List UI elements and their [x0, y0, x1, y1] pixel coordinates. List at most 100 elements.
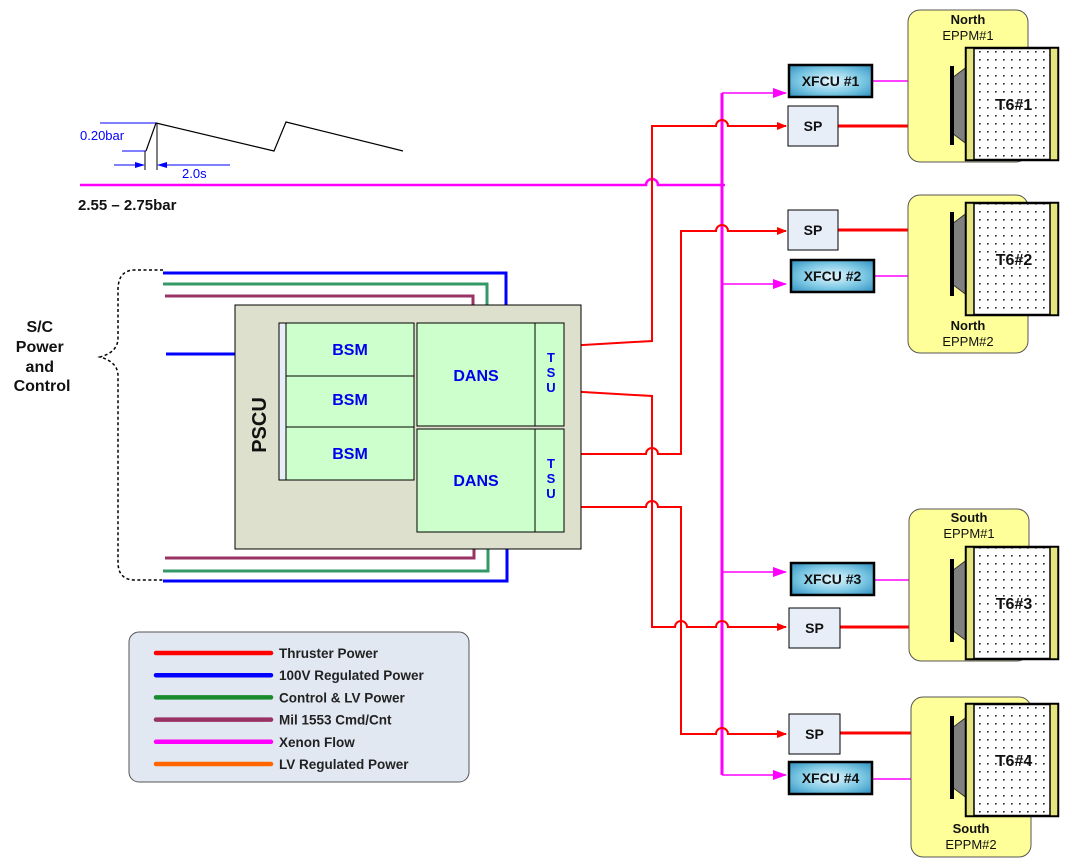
sc-label-line: Control [14, 378, 71, 395]
legend-item: Thruster Power [153, 646, 379, 661]
eppm-label-line: EPPM#1 [943, 526, 994, 541]
thruster-label: T6#2 [996, 252, 1033, 269]
tsu-box[interactable] [534, 428, 565, 533]
t6-thruster[interactable]: T6#2 [950, 201, 1060, 317]
pressure-sawtooth-line [145, 121, 404, 152]
xfcu-label: XFCU #2 [804, 268, 862, 284]
eppm-label-line: EPPM#1 [942, 28, 993, 43]
sp-label: SP [805, 620, 824, 636]
eppm-label-line: North [951, 12, 986, 27]
bsm-label: BSM [332, 392, 368, 409]
xfcu-unit[interactable]: XFCU #3 [789, 561, 876, 597]
sp-label: SP [805, 726, 824, 742]
legend-label: LV Regulated Power [279, 757, 409, 772]
legend-item: LV Regulated Power [153, 757, 409, 772]
bsm-module[interactable]: BSM [285, 322, 415, 377]
thruster-power-network [565, 119, 947, 739]
xfcu-unit[interactable]: XFCU #1 [787, 63, 874, 99]
pressure-profile: 0.20bar 2.0s 2.55 – 2.75bar [78, 121, 404, 214]
dans-unit[interactable]: DANS T S U [416, 322, 565, 427]
eppm-label-line: EPPM#2 [942, 334, 993, 349]
dans-label: DANS [453, 368, 499, 385]
period-label: 2.0s [182, 166, 207, 181]
tsu-letter: S [547, 365, 556, 380]
legend-label: Mil 1553 Cmd/Cnt [279, 713, 392, 728]
power-line-sp2 [566, 224, 787, 455]
xenon-supply-line [80, 177, 725, 187]
legend: Thruster Power 100V Regulated PowerContro… [128, 631, 470, 783]
sp-label: SP [804, 118, 823, 134]
thruster-label: T6#3 [996, 596, 1033, 613]
legend-item: 100V Regulated Power [153, 668, 425, 683]
tsu-letter: T [547, 350, 555, 365]
bsm-module[interactable]: BSM [285, 375, 415, 428]
thruster-flange [1049, 546, 1059, 660]
thruster-flange [965, 703, 975, 817]
legend-label: Control & LV Power [279, 690, 405, 705]
thruster-flange [1049, 202, 1059, 316]
t6-thruster[interactable]: T6#4 [950, 702, 1060, 818]
xfcu-unit[interactable]: XFCU #4 [787, 760, 874, 796]
legend-label: Xenon Flow [279, 735, 355, 750]
legend-box [128, 631, 470, 783]
eppm-label-line: South [953, 821, 990, 836]
sp-unit[interactable]: SP [788, 607, 841, 649]
legend-item: Mil 1553 Cmd/Cnt [153, 713, 392, 728]
sc-label-line: Power [16, 339, 64, 356]
dans-unit[interactable]: DANS T S U [416, 428, 565, 533]
amplitude-label: 0.20bar [80, 128, 125, 143]
legend-label: 100V Regulated Power [279, 668, 425, 683]
eppm-label-line: South [951, 510, 988, 525]
thruster-body [964, 545, 1060, 661]
thruster-flange [965, 546, 975, 660]
tsu-letter: U [546, 380, 555, 395]
thruster-flange [1049, 47, 1059, 161]
legend-item: Control & LV Power [153, 690, 405, 705]
t6-thruster[interactable]: T6#1 [950, 46, 1060, 162]
sp-unit[interactable]: SP [787, 105, 839, 147]
power-line-sp4 [566, 500, 787, 738]
xfcu-label: XFCU #4 [802, 770, 860, 786]
pscu-label: PSCU [249, 397, 271, 453]
power-line-sp3 [565, 390, 787, 631]
bsm-module[interactable]: BSM [285, 426, 415, 481]
pscu: PSCU BSM BSM BSM DANS T S U DANS T [234, 304, 582, 550]
pressure-range-label: 2.55 – 2.75bar [78, 197, 177, 214]
eppm-label-line: North [951, 318, 986, 333]
tsu-letter: S [547, 471, 556, 486]
sc-label-line: S/C [26, 319, 53, 336]
thruster-label: T6#1 [996, 97, 1033, 114]
eppm-label-line: EPPM#2 [945, 837, 996, 852]
legend-item: Xenon Flow [153, 735, 355, 750]
sp-unit[interactable]: SP [788, 713, 841, 755]
bsm-label: BSM [332, 342, 368, 359]
dans-label: DANS [453, 473, 499, 490]
sp-unit[interactable]: SP [787, 209, 839, 251]
thruster-body [964, 46, 1060, 162]
t6-thruster[interactable]: T6#3 [950, 545, 1060, 661]
thruster-label: T6#4 [996, 753, 1033, 770]
thruster-flange [965, 202, 975, 316]
power-line-sp1 [565, 119, 787, 347]
xfcu-unit[interactable]: XFCU #2 [789, 258, 876, 294]
thruster-flange [965, 47, 975, 161]
tsu-letter: T [547, 456, 555, 471]
xfcu-label: XFCU #3 [804, 571, 862, 587]
tsu-box[interactable] [534, 322, 565, 427]
sp-label: SP [804, 222, 823, 238]
tsu-letter: U [546, 486, 555, 501]
legend-label: Thruster Power [279, 646, 379, 661]
thruster-body [964, 702, 1060, 818]
sc-label-line: and [26, 359, 54, 376]
thruster-flange [1049, 703, 1059, 817]
